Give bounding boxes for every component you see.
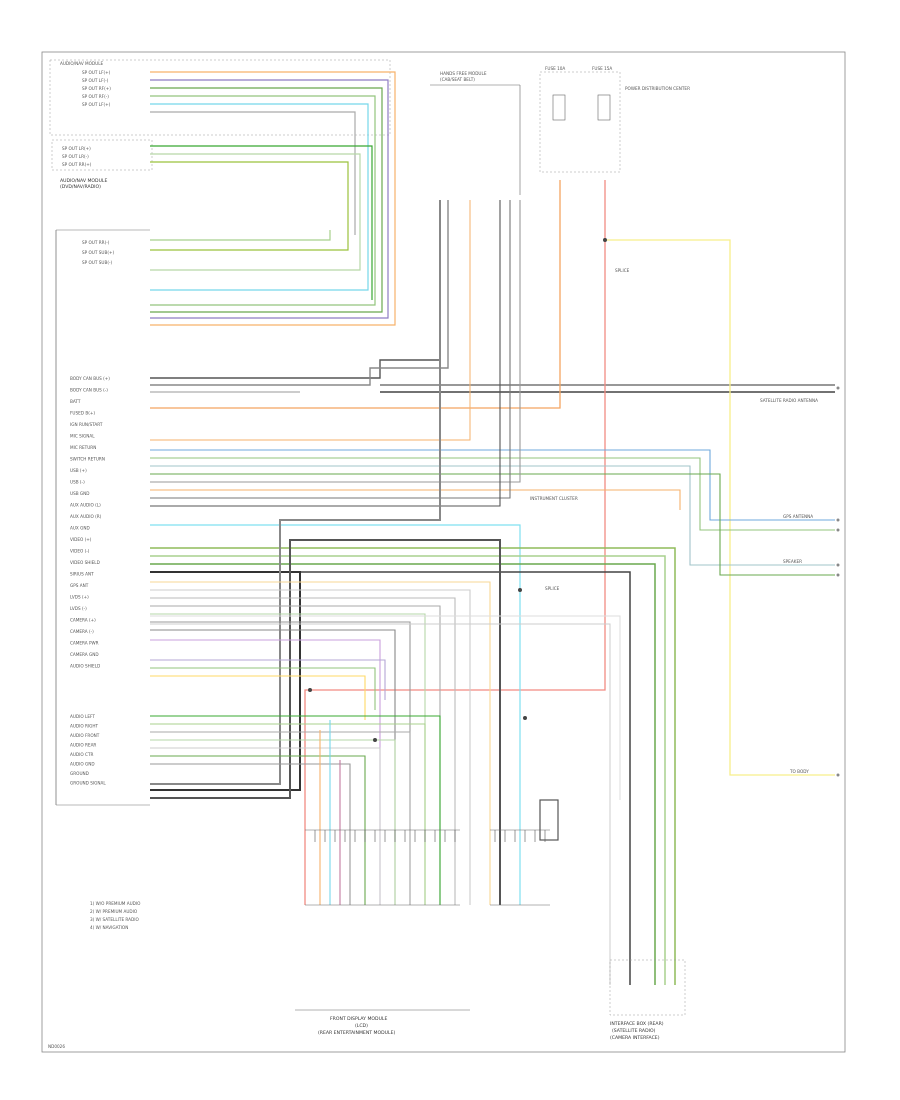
svg-text:SPEAKER: SPEAKER (783, 559, 802, 564)
pin-label: LVDS (+) (70, 595, 89, 600)
pin-label: USB (-) (70, 480, 85, 485)
wire-ign (605, 239, 835, 776)
bottom-connector-right: INTERFACE BOX (REAR) (SATELLITE RADIO) (… (609, 959, 686, 1041)
svg-text:TO BODY: TO BODY (789, 769, 809, 774)
wire-bundle-gray (150, 615, 621, 985)
svg-text:FRONT DISPLAY MODULE: FRONT DISPLAY MODULE (330, 1016, 387, 1022)
wire-bundle-top (150, 71, 396, 326)
wire-batt (150, 180, 561, 409)
pin-label: CAMERA (+) (70, 618, 96, 623)
pin-label: MIC SIGNAL (70, 434, 95, 439)
pin-labels-lower: BODY CAN BUS (+) BODY CAN BUS (-) BATT FUSE… (70, 376, 110, 669)
svg-text:2) W/ PREMIUM AUDIO: 2) W/ PREMIUM AUDIO (90, 909, 138, 914)
wire-bundle-can (150, 200, 835, 393)
radio-connector-top (49, 59, 391, 136)
pin-label: IGN RUN/START (70, 422, 103, 427)
top-connector: HANDS FREE MODULE (CAB/SEAT BELT) (430, 71, 521, 195)
svg-text:(REAR ENTERTAINMENT MODULE): (REAR ENTERTAINMENT MODULE) (318, 1030, 395, 1036)
pin-label: SWITCH RETURN (70, 457, 105, 462)
svg-text:GPS ANTENNA: GPS ANTENNA (783, 514, 813, 519)
wire-bundle-mid (150, 200, 835, 576)
svg-text:SP OUT LF(+): SP OUT LF(+) (82, 102, 111, 107)
pin-label: AUDIO RIGHT (70, 724, 99, 729)
splice-points (308, 238, 607, 742)
svg-text:INTERFACE BOX (REAR): INTERFACE BOX (REAR) (610, 1021, 664, 1027)
pin-label: AUDIO GND (70, 762, 95, 767)
pin-label: AUX AUDIO (R) (70, 514, 102, 519)
bottom-connector-left: FRONT DISPLAY MODULE (LCD) (REAR ENTERTA… (295, 829, 470, 1036)
pin-label: GROUND (70, 771, 89, 776)
pin-labels-top: AUDIO/NAV MODULE SP OUT LF(+) SP OUT LF(… (60, 61, 111, 107)
svg-text:SP OUT RF(+): SP OUT RF(+) (82, 86, 111, 91)
svg-text:SP OUT LF(-): SP OUT LF(-) (82, 78, 109, 83)
pin-labels-mid: SP OUT LR(+) SP OUT LR(-) SP OUT RR(+) S… (62, 146, 115, 265)
svg-text:AUDIO/NAV MODULE: AUDIO/NAV MODULE (60, 61, 104, 66)
bottom-connector-mid (490, 799, 559, 906)
svg-text:(CAB/SEAT BELT): (CAB/SEAT BELT) (440, 77, 475, 82)
svg-text:SP OUT LF(+): SP OUT LF(+) (82, 70, 111, 75)
outer-frame (41, 51, 846, 1053)
pin-label: AUDIO CTR (70, 752, 93, 757)
svg-text:HANDS FREE MODULE: HANDS FREE MODULE (440, 71, 487, 76)
pin-label: GROUND SIGNAL (70, 781, 106, 786)
pin-label: AUDIO FRONT (70, 733, 100, 738)
pin-label: VIDEO (+) (70, 537, 92, 542)
pin-label: CAMERA PWR (70, 641, 99, 646)
svg-text:SP OUT RR(+): SP OUT RR(+) (62, 162, 92, 167)
svg-text:3) W/ SATELLITE RADIO: 3) W/ SATELLITE RADIO (90, 917, 139, 922)
notes: 1) W/O PREMIUM AUDIO 2) W/ PREMIUM AUDIO… (90, 901, 141, 930)
svg-text:SPLICE: SPLICE (615, 268, 630, 273)
pin-label: LVDS (-) (70, 606, 87, 611)
pin-label: AUX AUDIO (L) (70, 503, 101, 508)
pin-label: AUDIO LEFT (70, 714, 95, 719)
svg-text:SP OUT RR(-): SP OUT RR(-) (82, 240, 110, 245)
pin-label: BATT (70, 399, 81, 404)
svg-text:SPLICE: SPLICE (545, 586, 560, 591)
wire-bundle-lower (150, 581, 491, 905)
svg-text:FUSE 10A: FUSE 10A (545, 66, 565, 71)
footer-code: ND0026 (48, 1044, 65, 1049)
svg-text:SP OUT RF(-): SP OUT RF(-) (82, 94, 109, 99)
right-terminals (836, 386, 840, 777)
svg-text:SP OUT SUB(-): SP OUT SUB(-) (82, 260, 113, 265)
pin-label: AUX GND (70, 526, 90, 531)
fuse-box: FUSE 10A FUSE 15A POWER DISTRIBUTION CEN… (539, 66, 690, 173)
radio-title: AUDIO/NAV MODULE (60, 178, 107, 184)
svg-text:SATELLITE RADIO ANTENNA: SATELLITE RADIO ANTENNA (760, 398, 818, 403)
pin-label: USB GND (70, 491, 90, 496)
pin-label: USB (+) (70, 468, 87, 473)
pin-label: AUDIO SHIELD (70, 664, 100, 669)
svg-text:(CAMERA INTERFACE): (CAMERA INTERFACE) (610, 1035, 660, 1041)
svg-text:SP OUT SUB(+): SP OUT SUB(+) (82, 250, 115, 255)
pin-label: FUSED B(+) (70, 411, 95, 416)
pin-label: VIDEO (-) (70, 549, 90, 554)
pin-label: BODY CAN BUS (-) (70, 388, 108, 393)
pin-label: GPS ANT (70, 583, 89, 588)
svg-text:INSTRUMENT CLUSTER: INSTRUMENT CLUSTER (530, 496, 578, 501)
pin-label: CAMERA GND (70, 652, 99, 657)
pin-label: VIDEO SHIELD (70, 560, 100, 565)
svg-text:(LCD): (LCD) (355, 1023, 368, 1029)
svg-text:POWER DISTRIBUTION CENTER: POWER DISTRIBUTION CENTER (625, 86, 690, 91)
pin-label: BODY CAN BUS (+) (70, 376, 110, 381)
wire-cyan (150, 524, 521, 905)
svg-text:SP OUT LR(-): SP OUT LR(-) (62, 154, 89, 159)
wire-bundle-green (150, 547, 676, 985)
svg-text:1) W/O PREMIUM AUDIO: 1) W/O PREMIUM AUDIO (90, 901, 141, 906)
svg-text:FUSE 15A: FUSE 15A (592, 66, 612, 71)
pin-label: SIRIUS ANT (70, 572, 94, 577)
radio-connector-mid (51, 139, 153, 171)
svg-text:SP OUT LR(+): SP OUT LR(+) (62, 146, 91, 151)
radio-subtitle: (DVD/NAV/RADIO) (60, 184, 101, 190)
pin-label: AUDIO REAR (70, 743, 96, 748)
bottom-pin-ticks (314, 830, 546, 842)
wire-bundle-dark (150, 200, 501, 905)
svg-text:(SATELLITE RADIO): (SATELLITE RADIO) (612, 1028, 656, 1034)
pin-labels-bottom: AUDIO LEFT AUDIO RIGHT AUDIO FRONT AUDIO RE… (70, 714, 106, 786)
pin-label: CAMERA (-) (70, 629, 94, 634)
svg-text:4) W/ NAVIGATION: 4) W/ NAVIGATION (90, 925, 128, 930)
pin-label: MIC RETURN (70, 445, 96, 450)
